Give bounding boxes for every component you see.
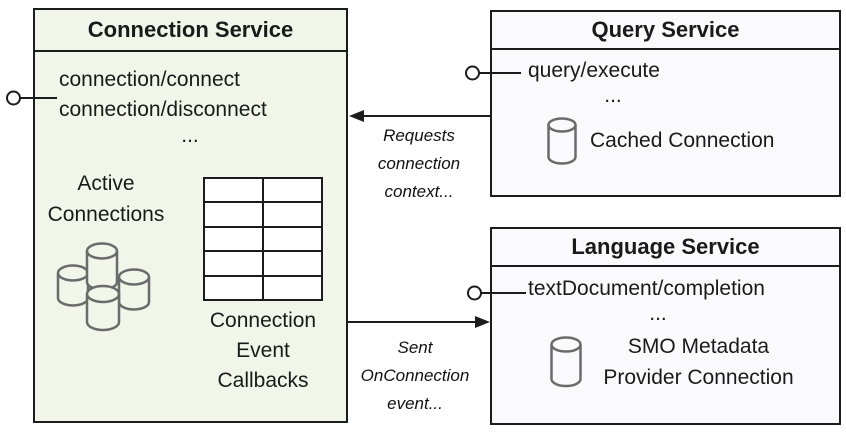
connection-event-callbacks-label: Connection Event Callbacks — [209, 309, 317, 392]
language-methods-ellipsis: ... — [649, 302, 667, 325]
database-cluster-icon — [56, 242, 151, 332]
database-icon — [550, 336, 582, 388]
database-icon — [547, 117, 577, 165]
method-textdocument-completion: textDocument/completion — [528, 277, 765, 300]
sent-arrow — [348, 316, 490, 328]
method-connection-disconnect: connection/disconnect — [59, 98, 267, 121]
connection-service-box: Connection Service connection/connect co… — [33, 8, 348, 423]
language-service-title: Language Service — [492, 229, 839, 267]
method-query-execute: query/execute — [528, 59, 660, 82]
active-connections-label: Active Connections — [47, 172, 165, 226]
query-service-box: Query Service query/execute ... Cached C… — [490, 10, 841, 197]
sent-onconnection-event-label: Sent OnConnection event... — [360, 338, 470, 413]
query-methods-ellipsis: ... — [604, 84, 622, 107]
query-service-title: Query Service — [492, 12, 839, 50]
connection-methods-ellipsis: ... — [181, 124, 199, 147]
smo-metadata-provider-connection-label: SMO Metadata Provider Connection — [603, 335, 794, 389]
requests-arrow — [349, 110, 490, 122]
method-connection-connect: connection/connect — [59, 68, 240, 91]
language-service-box: Language Service textDocument/completion… — [490, 227, 841, 425]
connection-service-title: Connection Service — [35, 10, 346, 52]
cached-connection-label: Cached Connection — [590, 129, 775, 152]
table-grid-icon — [203, 177, 323, 301]
requests-connection-context-label: Requests connection context... — [377, 126, 461, 201]
